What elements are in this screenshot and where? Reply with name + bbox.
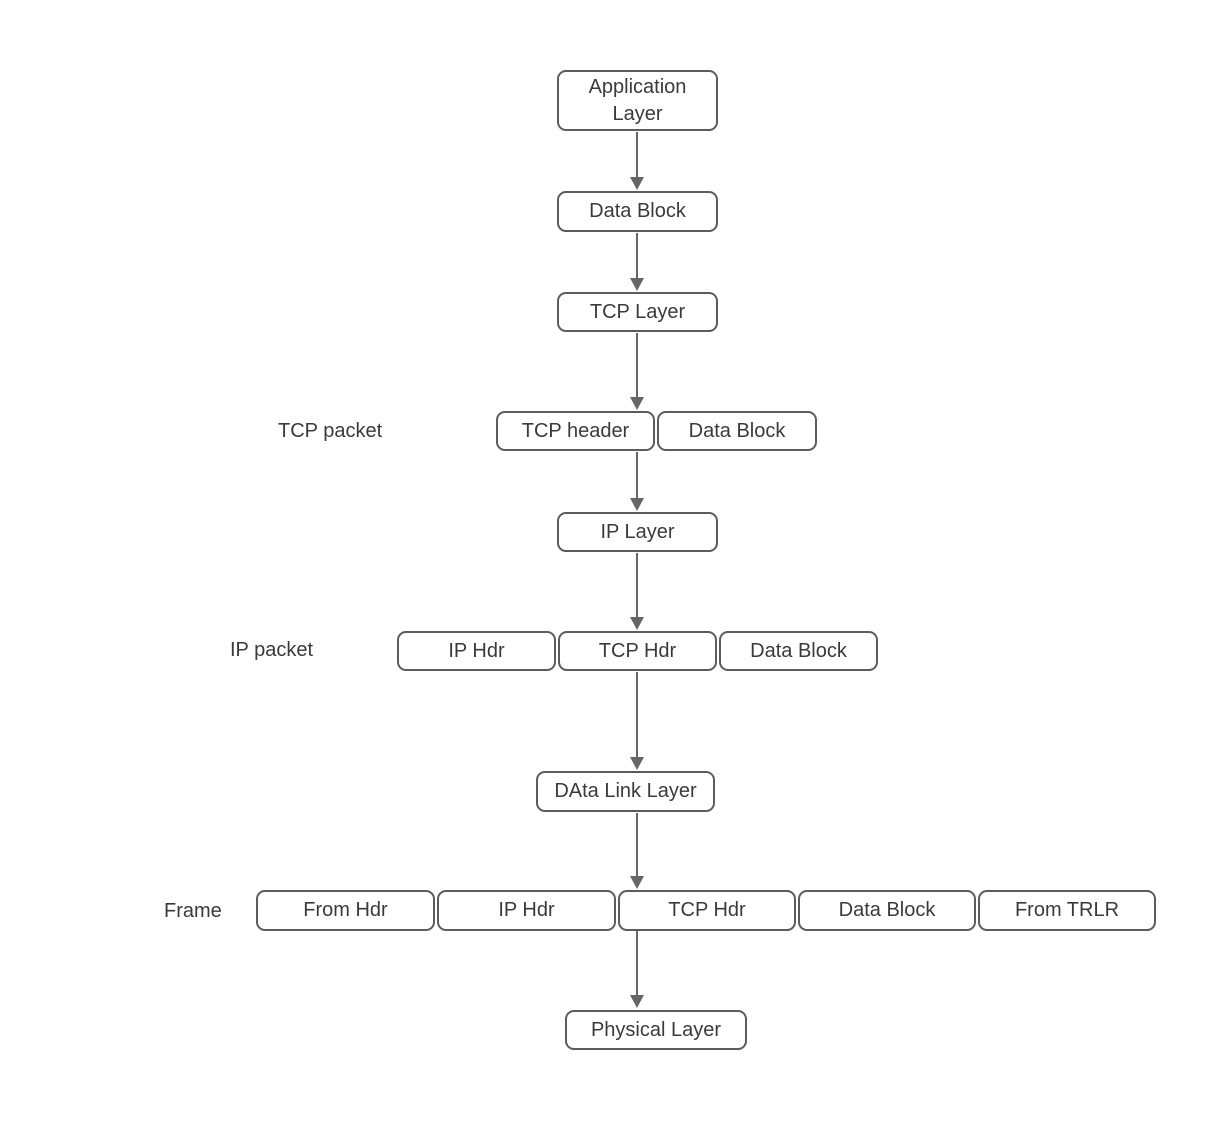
arrow-down-icon-6 bbox=[630, 672, 644, 770]
node-label: IP Hdr bbox=[498, 899, 555, 921]
node-label: IP Layer bbox=[600, 520, 675, 543]
arrow-line bbox=[636, 333, 638, 398]
node-frame-data-block: Data Block bbox=[798, 890, 976, 931]
node-tcp-header: TCP header bbox=[496, 411, 655, 451]
node-data-link-layer: DAta Link Layer bbox=[536, 771, 715, 812]
node-label: Physical Layer bbox=[590, 1018, 722, 1041]
arrow-head-icon bbox=[630, 177, 644, 190]
node-tcp-layer: TCP Layer bbox=[557, 292, 718, 332]
arrow-line bbox=[636, 452, 638, 499]
arrow-line bbox=[636, 672, 638, 758]
arrow-down-icon-7 bbox=[630, 813, 644, 889]
arrow-down-icon-1 bbox=[630, 132, 644, 190]
node-label: TCP Hdr bbox=[598, 639, 677, 662]
arrow-head-icon bbox=[630, 498, 644, 511]
node-label: From TRLR bbox=[1014, 899, 1120, 921]
node-label: TCP Layer bbox=[589, 300, 686, 323]
node-label: DAta Link Layer bbox=[554, 780, 697, 802]
node-frame-from-hdr: From Hdr bbox=[256, 890, 435, 931]
node-label: From Hdr bbox=[303, 899, 388, 921]
arrow-line bbox=[636, 233, 638, 279]
row-label-ip-packet: IP packet bbox=[230, 639, 314, 661]
arrow-head-icon bbox=[630, 278, 644, 291]
arrow-line bbox=[636, 931, 638, 996]
node-label: Data Block bbox=[750, 639, 847, 662]
node-data-block-3: Data Block bbox=[719, 631, 878, 671]
arrow-down-icon-8 bbox=[630, 931, 644, 1008]
node-label: IP Hdr bbox=[448, 639, 505, 662]
node-data-block-1: Data Block bbox=[557, 191, 718, 232]
node-label: Data Block bbox=[688, 419, 786, 442]
arrow-head-icon bbox=[630, 617, 644, 630]
node-label: Application Layer bbox=[588, 75, 687, 125]
node-ip-layer: IP Layer bbox=[557, 512, 718, 552]
row-label-tcp-packet: TCP packet bbox=[278, 420, 383, 442]
node-frame-ip-hdr: IP Hdr bbox=[437, 890, 616, 931]
arrow-head-icon bbox=[630, 397, 644, 410]
arrow-down-icon-4 bbox=[630, 452, 644, 511]
arrow-head-icon bbox=[630, 757, 644, 770]
arrow-down-icon-3 bbox=[630, 333, 644, 410]
node-label: Data Block bbox=[838, 899, 936, 921]
arrow-line bbox=[636, 813, 638, 877]
arrow-line bbox=[636, 553, 638, 618]
node-data-block-2: Data Block bbox=[657, 411, 817, 451]
node-tcp-hdr: TCP Hdr bbox=[558, 631, 717, 671]
node-label: TCP Hdr bbox=[668, 899, 746, 921]
node-frame-from-trlr: From TRLR bbox=[978, 890, 1156, 931]
row-label-frame: Frame bbox=[164, 900, 222, 922]
arrow-head-icon bbox=[630, 995, 644, 1008]
arrow-down-icon-2 bbox=[630, 233, 644, 291]
arrow-line bbox=[636, 132, 638, 178]
arrow-down-icon-5 bbox=[630, 553, 644, 630]
node-ip-hdr: IP Hdr bbox=[397, 631, 556, 671]
node-application-layer: Application Layer bbox=[557, 70, 718, 131]
node-label: TCP header bbox=[521, 419, 630, 442]
node-physical-layer: Physical Layer bbox=[565, 1010, 747, 1050]
arrow-head-icon bbox=[630, 876, 644, 889]
node-frame-tcp-hdr: TCP Hdr bbox=[618, 890, 796, 931]
node-label: Data Block bbox=[589, 200, 686, 222]
